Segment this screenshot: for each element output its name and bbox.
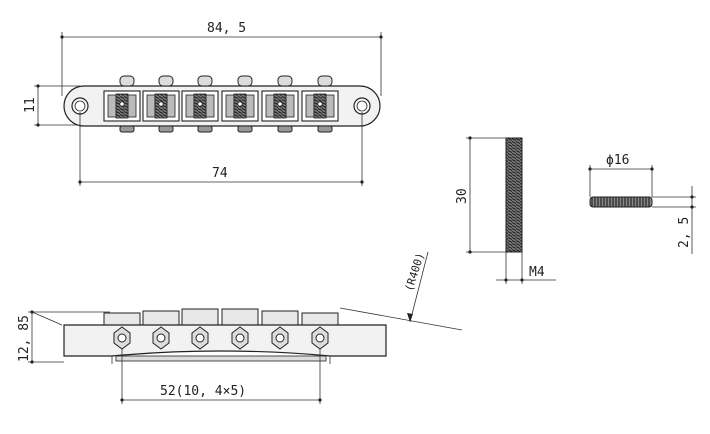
saddle xyxy=(301,75,339,133)
stud-view: 30 M4 xyxy=(455,136,556,284)
dimension-wheel-diameter: ϕ16 xyxy=(588,153,654,197)
screw-head xyxy=(152,326,170,350)
threaded-stud xyxy=(505,137,523,253)
post-hole-right xyxy=(353,97,371,115)
dimension-post-spacing: 74 xyxy=(78,112,364,186)
dimension-string-spacing: 52(10, 4×5) xyxy=(120,349,322,404)
radius-annotation: (R400) xyxy=(339,251,463,331)
dimension-side-height: 12, 85 xyxy=(17,310,110,364)
wheel-thickness-label: 2, 5 xyxy=(677,217,692,248)
screw-head xyxy=(231,326,249,350)
intonation-screws xyxy=(113,326,329,350)
top-view: 84, 5 11 xyxy=(23,21,383,186)
saddle xyxy=(261,75,299,133)
overall-length-label: 84, 5 xyxy=(207,21,246,36)
screw-head xyxy=(191,326,209,350)
radius-label: (R400) xyxy=(402,251,427,293)
bridge-body-side xyxy=(63,324,387,357)
dimension-height-top: 11 xyxy=(23,84,80,127)
string-spacing-label: 52(10, 4×5) xyxy=(160,384,246,399)
dimension-wheel-thickness: 2, 5 xyxy=(652,186,696,254)
dimension-stud-length: 30 xyxy=(455,136,506,254)
screw-head xyxy=(113,326,131,350)
wheel-view: ϕ16 2, 5 xyxy=(588,153,696,254)
screw-head xyxy=(271,326,289,350)
saddle xyxy=(181,75,219,133)
saddle xyxy=(142,75,180,133)
screw-head xyxy=(311,326,329,350)
dimension-thread: M4 xyxy=(496,252,556,284)
side-height-label: 12, 85 xyxy=(17,315,32,362)
saddle xyxy=(221,75,259,133)
wheel-diameter-label: ϕ16 xyxy=(606,153,629,168)
knurled-wheel xyxy=(589,196,653,208)
thread-label: M4 xyxy=(529,265,545,280)
saddles-side xyxy=(103,308,339,326)
post-spacing-label: 74 xyxy=(212,166,228,181)
saddles-top xyxy=(103,75,339,133)
height-top-label: 11 xyxy=(23,97,38,113)
dimension-overall-length: 84, 5 xyxy=(60,21,383,96)
post-hole-left xyxy=(71,97,89,115)
stud-length-label: 30 xyxy=(455,188,470,204)
side-view: (R400) 12, 85 xyxy=(17,251,463,404)
saddle xyxy=(103,75,141,133)
